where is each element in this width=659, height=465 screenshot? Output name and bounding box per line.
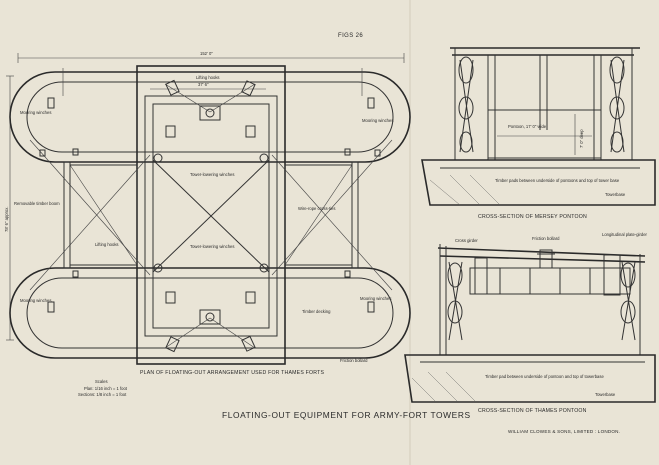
- mooring-winches-tl-label: Mooring winches: [20, 110, 51, 115]
- scales-heading: Scales: [95, 379, 108, 384]
- plan-caption: PLAN OF FLOATING-OUT ARRANGEMENT USED FO…: [140, 370, 324, 376]
- mersey-depth-label: 7' 0" deep: [579, 129, 584, 148]
- upper-pontoon: [9, 71, 411, 163]
- tower-lowering-winches-top-label: Tower-lowering winches: [190, 172, 234, 177]
- thames-cross-girder-label: Cross girder: [455, 238, 478, 243]
- mersey-section: Pontoon, 17' 0" wide 7' 0" deep Timber p…: [421, 47, 656, 220]
- mersey-caption: CROSS-SECTION OF MERSEY PONTOON: [478, 214, 587, 220]
- mersey-timber-pads-label: Timber pads between underside of pontoon…: [495, 178, 620, 183]
- plan-view: 152' 0" 37' 6" Lifting hooks 78' 6" appr…: [4, 51, 411, 397]
- wire-rope-cross-ties-label: Wire-rope cross-ties: [298, 206, 335, 211]
- mooring-winches-tr-label: Mooring winches: [362, 118, 393, 123]
- thames-towerbase-label: Towerbase: [595, 392, 616, 397]
- scale-sections: Sections: 1/8 inch = 1 foot: [78, 392, 127, 397]
- mooring-winches-bl-label: Mooring winches: [20, 298, 51, 303]
- removable-timber-boom-label: Removable timber boom: [14, 201, 60, 206]
- mersey-pontoon-label: Pontoon, 17' 0" wide: [508, 124, 547, 129]
- figure-number: FIGS 26: [338, 33, 363, 39]
- winch-blocks: [39, 79, 381, 353]
- thames-timber-pad-label: Timber pad between underside of pontoon …: [485, 374, 604, 379]
- lifting-hooks-top-label: Lifting hooks: [196, 75, 220, 80]
- printer-imprint: WILLIAM CLOWES & SONS, LIMITED : LONDON.: [508, 429, 620, 434]
- lifting-hooks-left-label: Lifting hooks: [95, 242, 119, 247]
- lower-pontoon: [9, 267, 411, 359]
- main-title: FLOATING-OUT EQUIPMENT FOR ARMY-FORT TOW…: [222, 410, 471, 420]
- thames-caption: CROSS-SECTION OF THAMES PONTOON: [478, 408, 587, 414]
- thames-longitudinal-girder-label: Longitudinal plate-girder: [602, 232, 648, 237]
- overall-length-label: 152' 0": [200, 51, 213, 56]
- mooring-winches-br-label: Mooring winches: [360, 296, 391, 301]
- scale-plan: Plan: 1/16 inch = 1 foot: [84, 386, 128, 391]
- thames-friction-bollard-label: Friction bollard: [532, 236, 560, 241]
- friction-bollard-label: Friction bollard: [340, 358, 368, 363]
- mersey-towerbase-label: Towerbase: [605, 192, 626, 197]
- overall-width-label: 78' 6" approx.: [4, 206, 9, 232]
- bollards: [72, 148, 351, 278]
- inner-length-label: 37' 6": [198, 82, 209, 87]
- tower-lowering-winches-bottom-label: Tower-lowering winches: [190, 244, 234, 249]
- thames-section: Cross girder Friction bollard Longitudin…: [404, 232, 656, 414]
- timber-decking-label: Timber decking: [302, 309, 331, 314]
